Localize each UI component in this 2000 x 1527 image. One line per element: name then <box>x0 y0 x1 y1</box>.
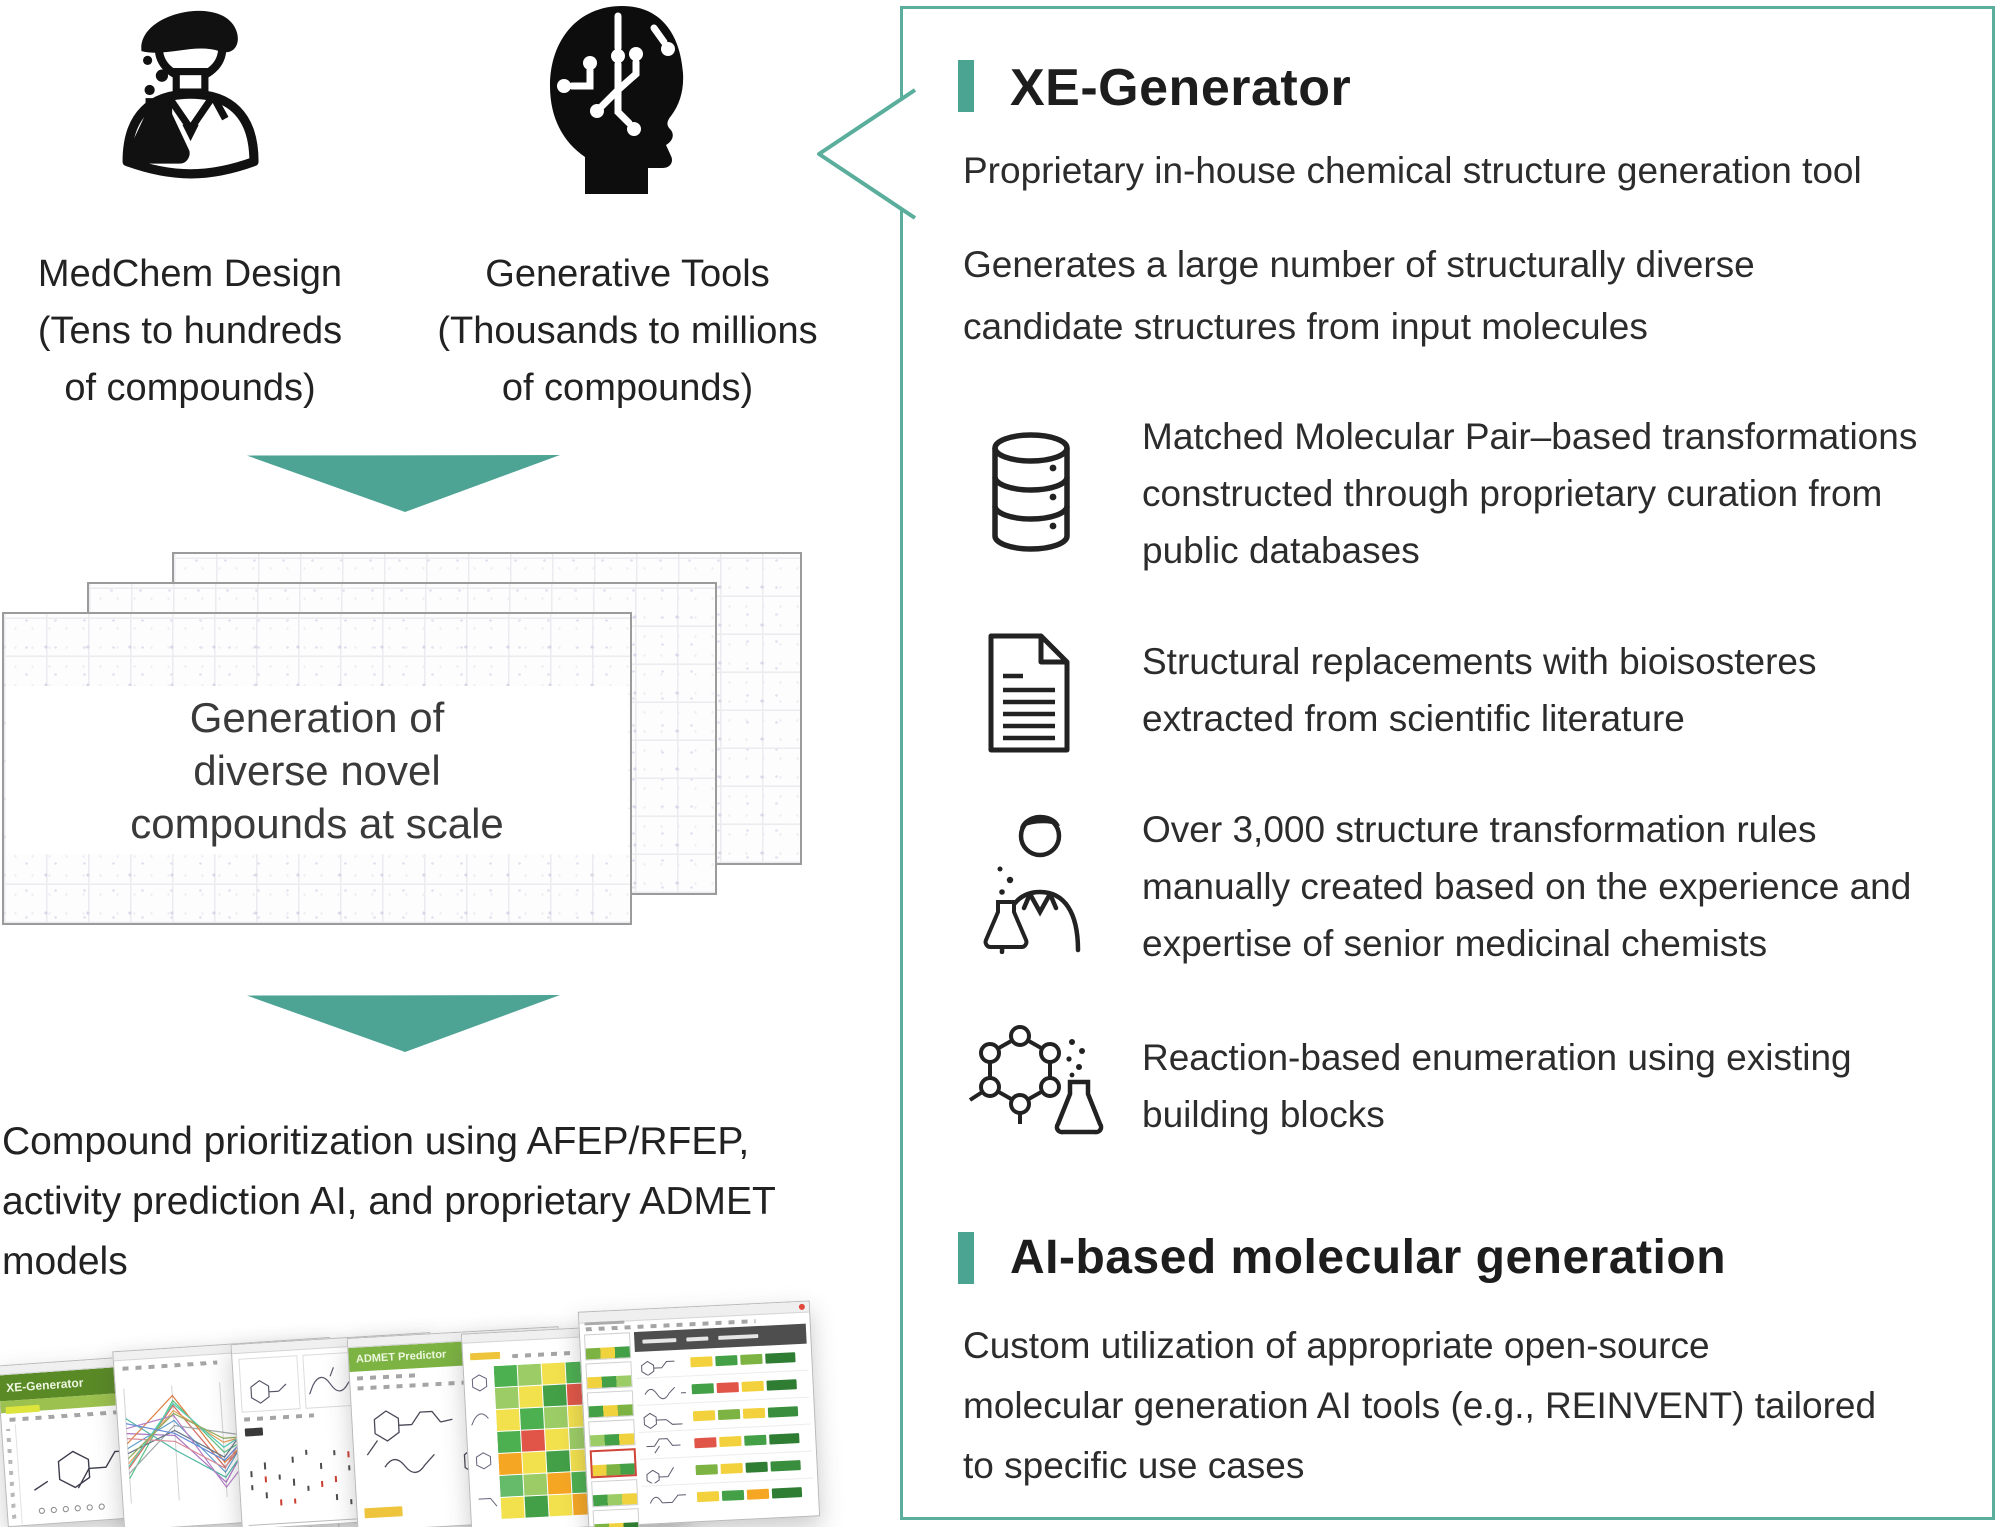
table-row <box>636 1370 810 1406</box>
xe-para2-line: candidate structures from input molecule… <box>963 306 1648 347</box>
xe-para2: Generates a large number of structurally… <box>963 234 1755 358</box>
cards-caption-line: Generation of <box>189 693 445 741</box>
compound-mini-card <box>586 1390 635 1419</box>
panel-notch-pointer <box>817 88 917 220</box>
status-chip <box>469 1351 501 1361</box>
document-icon <box>988 633 1070 753</box>
ai-generation-para: Custom utilization of appropriate open-s… <box>963 1316 1876 1496</box>
ai-para-line: to specific use cases <box>963 1445 1305 1486</box>
row-molecule-rail <box>471 1374 498 1507</box>
compound-mini-card <box>583 1332 632 1361</box>
bullet-rules-line: expertise of senior medicinal chemists <box>1142 923 1768 964</box>
results-table-area <box>633 1323 816 1527</box>
table-row <box>634 1343 809 1380</box>
prioritization-text: Compound prioritization using AFEP/RFEP,… <box>2 1112 776 1292</box>
close-icon <box>798 1303 806 1310</box>
molecule-thumb <box>238 1355 301 1413</box>
section-accent-bar <box>958 1232 974 1284</box>
compound-mini-card-selected <box>589 1448 637 1479</box>
generative-label-line: Generative Tools <box>485 253 770 295</box>
table-row <box>637 1397 811 1433</box>
header-cell-placeholder <box>686 1336 709 1342</box>
medchem-scientist-icon <box>122 10 259 179</box>
compound-mini-card <box>592 1508 640 1527</box>
ai-para-line: Custom utilization of appropriate open-s… <box>963 1325 1710 1366</box>
compound-card-rail <box>583 1332 640 1527</box>
bullet-rules: Over 3,000 structure transformation rule… <box>1142 801 1911 972</box>
compound-mini-card <box>588 1419 636 1448</box>
bullet-rules-line: Over 3,000 structure transformation rule… <box>1142 809 1817 850</box>
chemist-flask-icon <box>983 814 1081 954</box>
cards-caption-line: compounds at scale <box>130 799 504 847</box>
table-row <box>638 1424 812 1460</box>
compound-mini-card <box>585 1361 633 1390</box>
action-chip <box>364 1506 403 1519</box>
bullet-bioisostere-line: extracted from scientific literature <box>1142 698 1685 739</box>
generative-label: Generative Tools (Thousands to millions … <box>420 246 835 417</box>
molecule-grid-card-front: Generation of diverse novel compounds at… <box>2 612 632 925</box>
section-accent-bar <box>958 60 974 112</box>
xe-generator-title: XE-Generator <box>1010 59 1352 117</box>
compound-mini-card <box>591 1479 639 1508</box>
medchem-label-line: (Tens to hundreds <box>37 310 343 352</box>
xe-generator-panel <box>900 6 1995 1520</box>
bullet-mmp-line: constructed through proprietary curation… <box>1142 473 1883 514</box>
bullet-reaction-line: Reaction-based enumeration using existin… <box>1142 1037 1852 1078</box>
cards-caption: Generation of diverse novel compounds at… <box>6 686 628 854</box>
legend-chip <box>244 1427 264 1437</box>
plot-subtitle-placeholder <box>244 1413 315 1422</box>
title-placeholder <box>512 1350 573 1359</box>
xe-editor-header-title: XE-Generator <box>5 1375 84 1395</box>
cards-caption-line: diverse novel <box>193 746 441 794</box>
screenshot-results-table <box>577 1300 821 1527</box>
reaction-flask-icon <box>968 1025 1104 1135</box>
titlebar-text-placeholder <box>584 1320 625 1326</box>
ai-generation-title: AI-based molecular generation <box>1010 1231 1727 1284</box>
ai-head-circuit-icon <box>550 6 684 194</box>
bullet-reaction: Reaction-based enumeration using existin… <box>1142 1029 1852 1143</box>
bullet-mmp: Matched Molecular Pair–based transformat… <box>1142 408 1917 579</box>
bullet-mmp-line: Matched Molecular Pair–based transformat… <box>1142 416 1918 457</box>
generative-label-line: (Thousands to millions <box>437 310 818 352</box>
prioritization-line: models <box>2 1240 128 1283</box>
medchem-label: MedChem Design (Tens to hundreds of comp… <box>0 246 380 417</box>
prioritization-line: activity prediction AI, and proprietary … <box>2 1180 776 1223</box>
ai-para-line: molecular generation AI tools (e.g., REI… <box>963 1385 1877 1426</box>
admet-header-title: ADMET Predictor <box>355 1348 447 1366</box>
medchem-label-line: MedChem Design <box>37 253 343 295</box>
header-cell-placeholder <box>718 1334 759 1340</box>
medchem-label-line: of compounds) <box>64 367 316 409</box>
toolbar-chip <box>5 1404 40 1415</box>
bullet-reaction-line: building blocks <box>1142 1094 1385 1135</box>
bullet-bioisostere: Structural replacements with bioisostere… <box>1142 633 1817 747</box>
database-icon <box>992 432 1070 552</box>
prioritization-line: Compound prioritization using AFEP/RFEP, <box>2 1120 750 1163</box>
down-arrow-icon <box>247 455 560 512</box>
down-arrow-icon <box>247 995 560 1052</box>
input-label-placeholder <box>356 1373 418 1381</box>
bullet-bioisostere-line: Structural replacements with bioisostere… <box>1142 641 1817 682</box>
xe-para1: Proprietary in-house chemical structure … <box>963 150 1862 191</box>
generative-label-line: of compounds) <box>501 367 754 409</box>
bullet-rules-line: manually created based on the experience… <box>1142 866 1912 907</box>
table-row <box>641 1478 814 1512</box>
table-row <box>640 1451 814 1487</box>
bullet-mmp-line: public databases <box>1142 530 1420 571</box>
header-cell-placeholder <box>642 1338 677 1344</box>
xe-para2-line: Generates a large number of structurally… <box>963 244 1755 285</box>
